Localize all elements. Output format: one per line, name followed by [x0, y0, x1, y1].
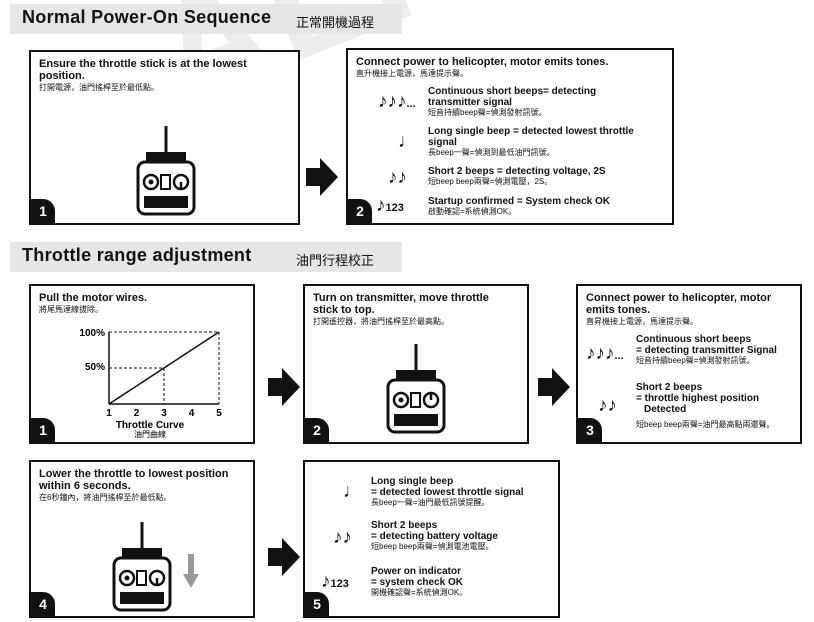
- x-tick-label: 4: [189, 408, 195, 419]
- step-badge: 4: [31, 592, 55, 616]
- beep-notes-icon: ♪♪♪...: [378, 91, 416, 112]
- step-badge: 3: [578, 418, 602, 442]
- y-tick-label: 100%: [79, 328, 105, 339]
- section-title: Normal Power-On Sequence: [22, 7, 272, 27]
- instruction-text-cn: 打開電源，油門搖桿至於最低點。: [39, 83, 159, 92]
- throttle-curve-chart: 100% 50% 1 2 3 4 5 Throttle Curve 油門曲線: [79, 328, 222, 438]
- transmitter-icon: [112, 522, 172, 612]
- instruction-text: stick to top.: [313, 304, 375, 316]
- double-note-icon: ♪♪: [388, 167, 407, 188]
- instruction-text: Ensure the throttle stick is at the lowe…: [39, 58, 247, 82]
- instruction-text-cn: 直昇機接上電源，馬達提示聲。: [586, 317, 698, 326]
- beep-desc: Short 2 beeps = throttle highest positio…: [636, 382, 760, 415]
- arrow-right-icon: [306, 158, 338, 196]
- s2-panel-1: Pull the motor wires. 將尾馬達線拔除。 100% 50% …: [29, 284, 255, 444]
- startup-note-icon: ♪123: [376, 195, 404, 216]
- arrow-down-icon: [183, 554, 199, 588]
- single-note-icon: ♩: [343, 481, 362, 502]
- step-badge: 2: [348, 199, 372, 223]
- instruction-text-cn: 直升機接上電源，馬達提示聲。: [356, 69, 468, 78]
- s2-panel-5: ♩ Long single beep = detected lowest thr…: [303, 460, 560, 618]
- section-title-cn: 正常開機過程: [296, 15, 375, 30]
- instruction-text: emits tones.: [586, 304, 651, 316]
- y-tick-label: 50%: [85, 362, 105, 373]
- step-badge: 1: [31, 199, 55, 223]
- instruction-text: within 6 seconds.: [39, 480, 131, 492]
- instruction-text: Connect power to helicopter, motor emits…: [356, 56, 609, 68]
- startup-note-icon: ♪123: [321, 571, 349, 592]
- beep-desc: Short 2 beeps = detecting voltage, 2S 短b…: [428, 166, 606, 186]
- s2-panel-3: Connect power to helicopter, motor emits…: [576, 284, 802, 444]
- step-badge: 5: [305, 592, 329, 616]
- transmitter-icon: [386, 344, 446, 434]
- beep-desc: Power on indicator = system check OK 開機確…: [371, 566, 468, 597]
- s2-panel-4: Lower the throttle to lowest position wi…: [29, 460, 255, 618]
- section-header-throttle: Throttle range adjustment 油門行程校正: [10, 242, 402, 272]
- x-axis-label: Throttle Curve: [116, 420, 185, 431]
- s2-panel-2: Turn on transmitter, move throttle stick…: [303, 284, 529, 444]
- instruction-text: Connect power to helicopter, motor: [586, 292, 772, 304]
- section-title-cn: 油門行程校正: [296, 253, 375, 268]
- x-tick-label: 1: [106, 408, 112, 419]
- single-note-icon: ♩: [398, 131, 417, 152]
- beep-desc: Startup confirmed = System check OK 啟動確認…: [428, 196, 611, 216]
- step-badge: 2: [305, 418, 329, 442]
- instruction-text: Turn on transmitter, move throttle: [313, 292, 489, 304]
- s1-panel-2: Connect power to helicopter, motor emits…: [346, 48, 674, 225]
- step-badge: 1: [31, 418, 55, 442]
- s1-panel-1: Ensure the throttle stick is at the lowe…: [29, 50, 300, 225]
- x-tick-label: 2: [134, 408, 140, 419]
- curve-line: [108, 331, 220, 405]
- instruction-text-cn: 將尾馬達線拔除。: [39, 305, 103, 314]
- instruction-text-cn: 打開遙控器，將油門搖桿至於最高點。: [313, 317, 449, 326]
- double-note-icon: ♪♪: [598, 395, 617, 416]
- instruction-text: Lower the throttle to lowest position: [39, 468, 229, 480]
- section-title: Throttle range adjustment: [22, 245, 252, 265]
- beep-desc: Long single beep = detected lowest throt…: [428, 126, 634, 157]
- beep-desc: Short 2 beeps = detecting battery voltag…: [371, 520, 498, 551]
- instruction-text: Pull the motor wires.: [39, 292, 148, 304]
- x-tick-label: 3: [161, 408, 167, 419]
- arrow-right-icon: [538, 368, 570, 406]
- arrow-right-icon: [268, 538, 300, 576]
- section-header-power-on: Normal Power-On Sequence 正常開機過程: [10, 4, 402, 34]
- double-note-icon: ♪♪: [333, 527, 352, 548]
- beep-desc: Continuous short beeps= detecting transm…: [428, 86, 597, 117]
- beep-desc: Continuous short beeps = detecting trans…: [636, 334, 777, 365]
- beep-desc: Long single beep = detected lowest throt…: [371, 476, 524, 507]
- arrow-right-icon: [268, 368, 300, 406]
- x-tick-label: 5: [216, 408, 222, 419]
- x-axis-label-cn: 油門曲線: [134, 429, 166, 438]
- beep-desc-cn: 短beep beep兩聲=油門最高點兩還聲。: [636, 420, 775, 429]
- instruction-text-cn: 在6秒鐘內，將油門搖桿至於最低點。: [39, 493, 172, 502]
- beep-notes-icon: ♪♪♪...: [586, 343, 624, 364]
- transmitter-icon: [136, 126, 196, 216]
